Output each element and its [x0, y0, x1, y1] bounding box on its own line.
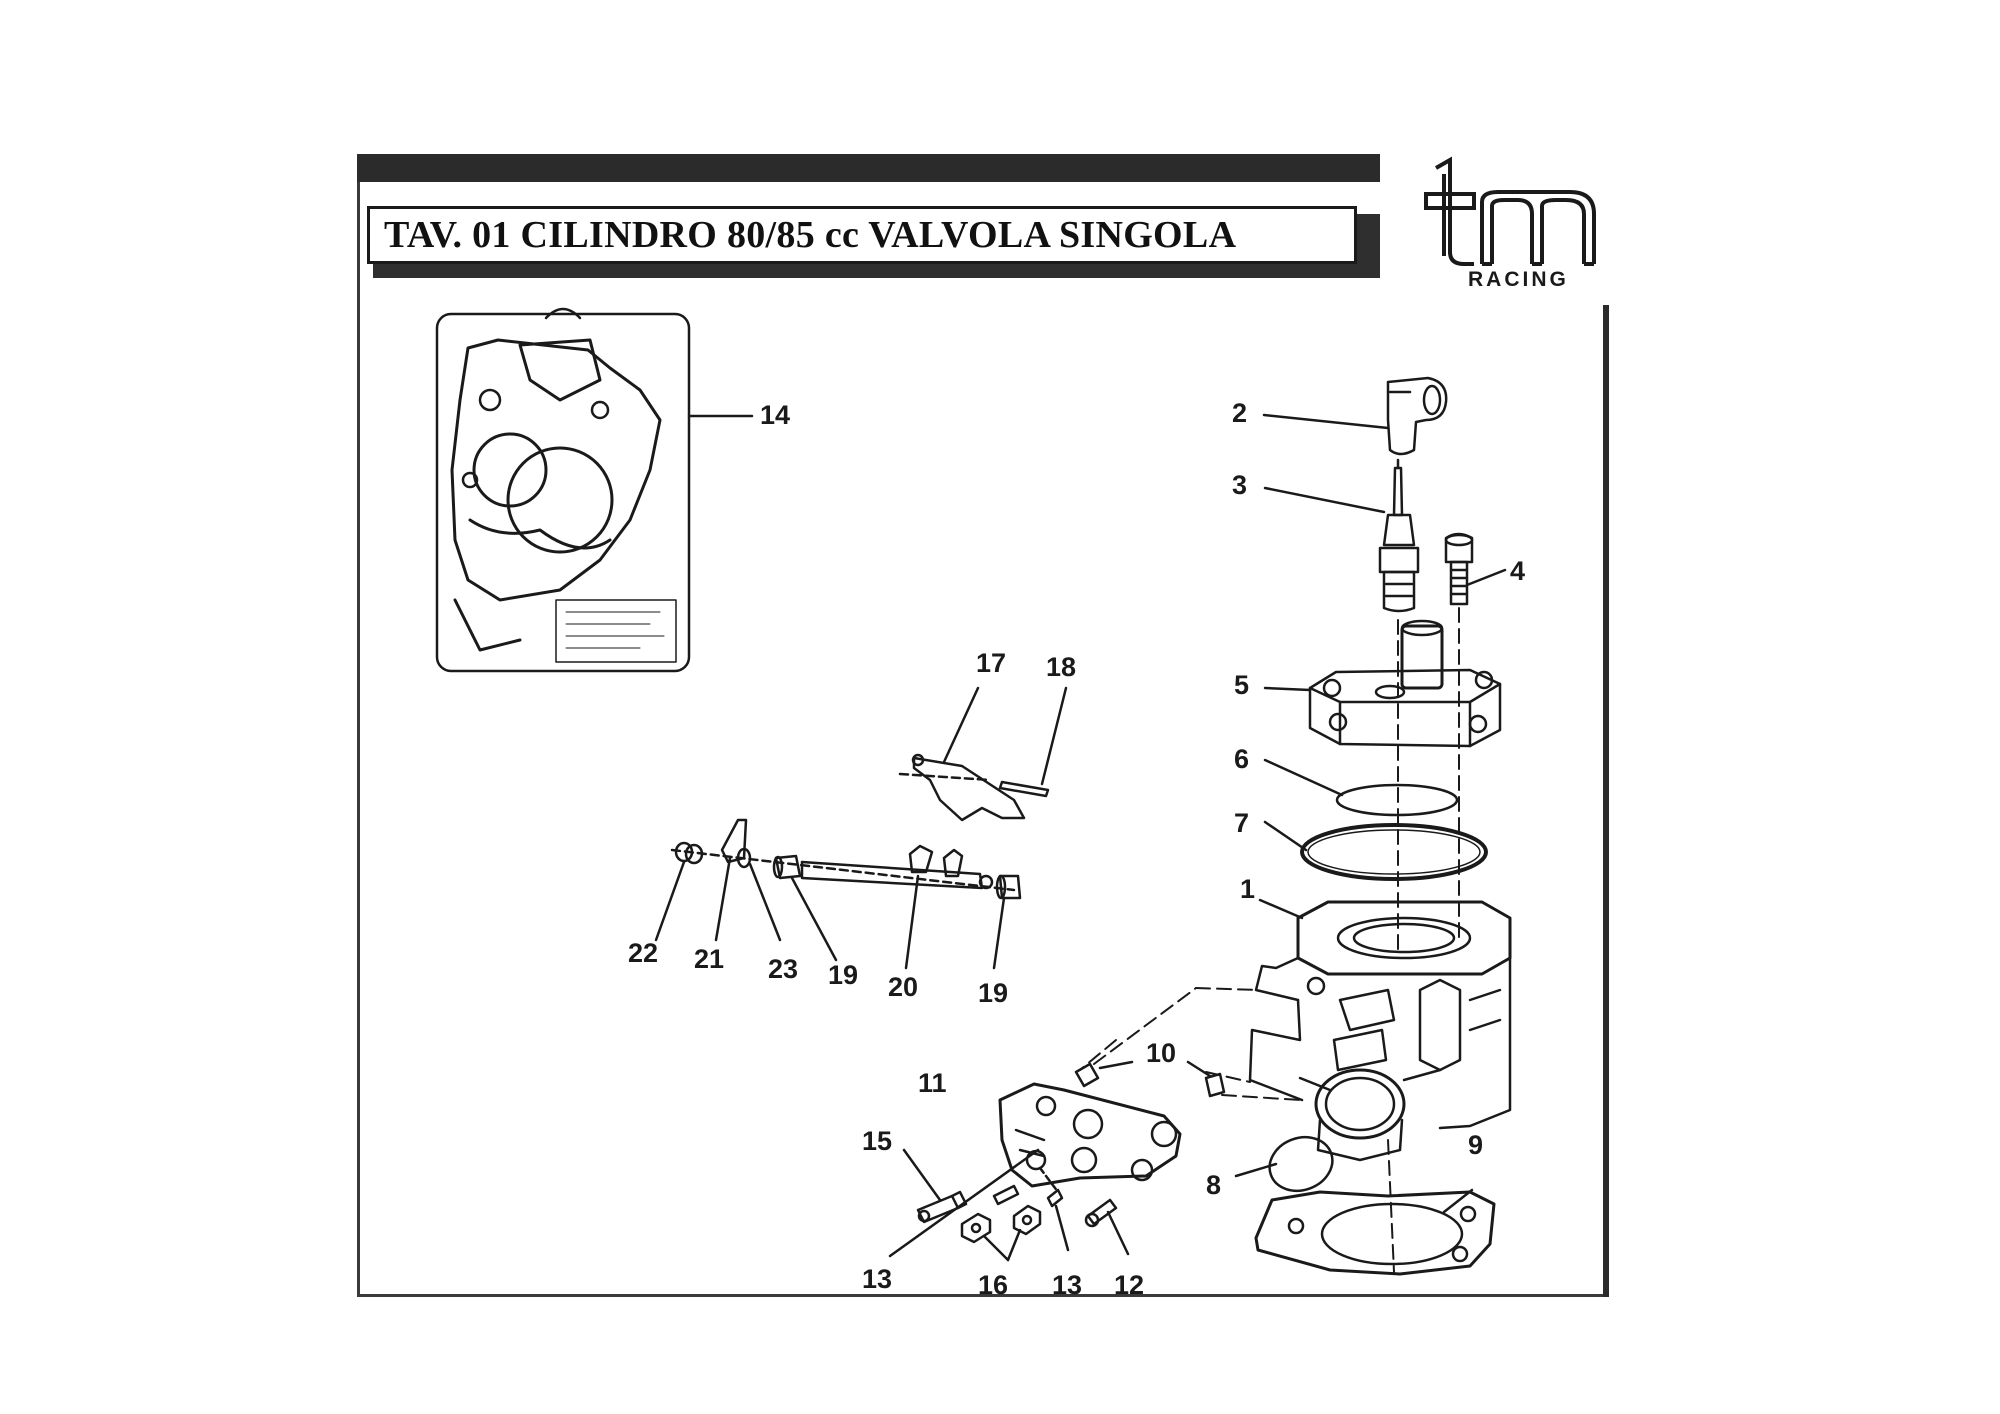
title-box: TAV. 01 CILINDRO 80/85 cc VALVOLA SINGOL… — [367, 206, 1357, 264]
exhaust-valve-cover — [998, 1082, 1182, 1188]
callout-14: 14 — [760, 400, 790, 430]
spark-plug-cap — [1386, 376, 1448, 456]
callout-2: 2 — [1232, 398, 1247, 428]
leader-22 — [654, 860, 686, 942]
leader-4 — [1465, 568, 1507, 587]
callout-10: 10 — [1146, 1038, 1176, 1068]
callout-9: 9 — [1468, 1130, 1483, 1160]
leader-9 — [1442, 1188, 1474, 1214]
leader-18 — [1040, 686, 1068, 786]
logo-subtitle: RACING — [1468, 268, 1569, 291]
callout-17: 17 — [976, 648, 1006, 678]
leader-19b — [992, 896, 1006, 970]
head-gasket-ring — [1300, 823, 1488, 881]
washer-23 — [736, 847, 752, 869]
dowel-pins — [1074, 1062, 1226, 1098]
lever-plate-21 — [720, 818, 748, 864]
callout-15: 15 — [862, 1126, 892, 1156]
callout-8: 8 — [1206, 1170, 1221, 1200]
callout-19-right: 19 — [978, 978, 1008, 1008]
callout-19-left: 19 — [828, 960, 858, 990]
leader-19a — [790, 876, 838, 962]
callout-5: 5 — [1234, 670, 1249, 700]
frame-right-border — [1603, 305, 1609, 1297]
callout-13-right: 13 — [1052, 1270, 1082, 1300]
leader-16a — [982, 1234, 1010, 1262]
base-gasket — [1254, 1190, 1496, 1276]
callout-6: 6 — [1234, 744, 1249, 774]
callout-11: 11 — [918, 1068, 947, 1098]
callout-3: 3 — [1232, 470, 1247, 500]
leader-12 — [1106, 1210, 1130, 1256]
callout-20: 20 — [888, 972, 918, 1002]
callout-7: 7 — [1234, 808, 1249, 838]
spark-plug — [1378, 458, 1420, 613]
leader-3 — [1263, 486, 1386, 514]
callout-12: 12 — [1114, 1270, 1144, 1300]
bushing-19b — [995, 874, 1022, 900]
shaft-axis — [670, 848, 1016, 892]
frame-bottom-border — [357, 1294, 1609, 1297]
cylinder-head — [1308, 619, 1502, 748]
frame-left-border — [357, 182, 360, 1294]
leader-20 — [904, 874, 920, 970]
exhaust-o-ring — [1268, 1135, 1334, 1193]
valve-lever — [898, 753, 1026, 822]
leader-15 — [902, 1148, 942, 1202]
cylinder — [1248, 900, 1512, 1162]
callout-22: 22 — [628, 938, 658, 968]
leader-17 — [942, 686, 980, 764]
frame-top-bar — [357, 154, 1380, 182]
leader-23 — [748, 862, 782, 942]
nuts — [960, 1204, 1042, 1244]
lever-pin — [998, 780, 1050, 798]
leader-7 — [1263, 820, 1308, 852]
cover-bolt-short — [1084, 1198, 1118, 1228]
leader-16b — [1006, 1228, 1022, 1262]
studs — [992, 1166, 1064, 1208]
callout-16: 16 — [978, 1270, 1008, 1300]
callout-23: 23 — [768, 954, 798, 984]
page-title: TAV. 01 CILINDRO 80/85 cc VALVOLA SINGOL… — [384, 214, 1237, 256]
leader-10b — [1186, 1060, 1212, 1078]
callout-13-left: 13 — [862, 1264, 892, 1294]
leader-13b — [1054, 1204, 1070, 1252]
leader-2 — [1262, 413, 1390, 430]
gasket-kit-card — [435, 307, 691, 673]
head-bolt — [1444, 532, 1474, 606]
leader-8 — [1234, 1162, 1278, 1178]
leader-21 — [714, 856, 732, 942]
tm-logo-mark — [1424, 156, 1596, 266]
callout-21: 21 — [694, 944, 724, 974]
callout-18: 18 — [1046, 652, 1076, 682]
leader-10a — [1098, 1060, 1134, 1070]
leader-1 — [1258, 898, 1304, 920]
assembly-axes — [1079, 607, 1460, 1273]
leader-13a — [888, 1148, 1040, 1258]
callout-4: 4 — [1510, 556, 1525, 586]
callout-1: 1 — [1240, 874, 1255, 904]
leader-6 — [1263, 758, 1344, 797]
tm-racing-logo: RACING — [1424, 156, 1596, 291]
valve-shaft-20 — [800, 844, 994, 890]
leader-5 — [1263, 686, 1312, 692]
bushing-19a — [772, 854, 802, 880]
